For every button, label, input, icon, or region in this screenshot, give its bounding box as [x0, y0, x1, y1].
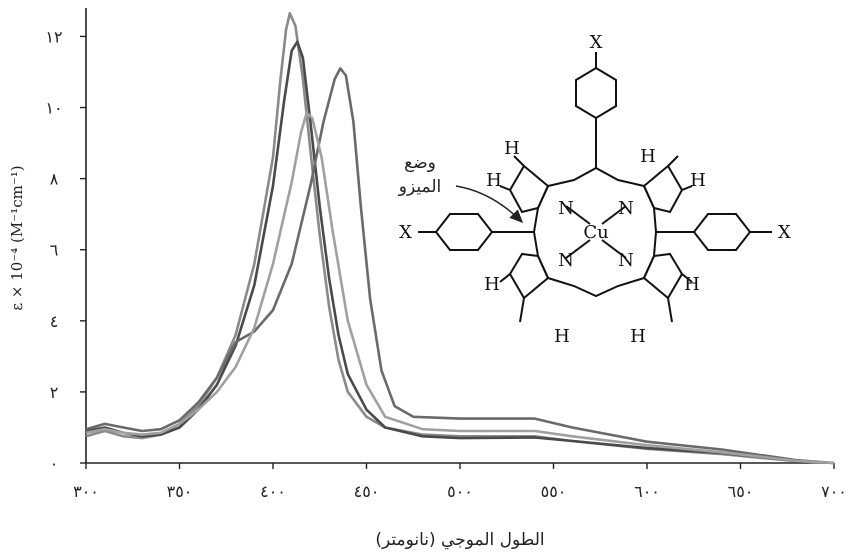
nitrogen-label-1: N	[558, 198, 574, 219]
x-axis-label: الطول الموجي (نانومتر)	[375, 530, 544, 550]
hydrogen-label-1: H	[504, 138, 520, 159]
meso-annotation-line1: وضع	[404, 153, 436, 173]
y-ticks: ٠ ٢ ٤ ٦ ٨ ١٠ ١٢	[45, 27, 86, 473]
y-tick-label: ٦	[50, 241, 59, 260]
hydrogen-label-5: H	[484, 274, 500, 295]
x-tick-label: ٣٠٠	[73, 482, 99, 501]
hydrogen-label-7: H	[684, 274, 700, 295]
meso-annotation-line2: الميزو	[398, 177, 441, 197]
right-phenyl-ring	[692, 213, 752, 251]
x-tick-label: ٤٥٠	[354, 482, 380, 501]
y-tick-label: ١٠	[45, 99, 62, 118]
substituent-x-left: X	[399, 222, 412, 243]
series-line-1	[85, 12, 835, 465]
x-tick-label: ٦٥٠	[728, 482, 754, 501]
meso-arrow	[455, 185, 524, 224]
x-ticks: ٣٠٠ ٣٥٠ ٤٠٠ ٤٥٠ ٥٠٠ ٥٥٠ ٦٠٠ ٦٥٠ ٧٠٠	[73, 463, 847, 501]
porphyrin-labels: X X X Cu N N N N H H H H H H H H وضع الم…	[398, 32, 791, 347]
substituent-x-top: X	[590, 32, 603, 53]
substituent-x-right: X	[778, 222, 791, 243]
y-tick-label: ١٢	[45, 27, 62, 46]
y-tick-label: ٠	[50, 454, 59, 473]
hydrogen-label-4: H	[690, 170, 706, 191]
nitrogen-label-2: N	[618, 198, 634, 219]
hydrogen-label-8: H	[630, 326, 646, 347]
x-tick-label: ٥٥٠	[541, 482, 567, 501]
series-line-3	[85, 67, 835, 465]
x-tick-label: ٧٠٠	[821, 482, 847, 501]
porphyrin-structure	[418, 52, 772, 323]
copper-label: Cu	[583, 222, 608, 243]
nitrogen-label-3: N	[558, 250, 574, 271]
series-group	[85, 12, 835, 465]
y-tick-label: ٢	[50, 383, 59, 402]
hydrogen-label-2: H	[486, 170, 502, 191]
x-tick-label: ٦٠٠	[634, 482, 660, 501]
series-line-2	[85, 40, 835, 465]
left-phenyl-ring	[434, 213, 494, 251]
nitrogen-label-4: N	[618, 250, 634, 271]
hydrogen-label-6: H	[554, 326, 570, 347]
hydrogen-label-3: H	[640, 146, 656, 167]
series-line-4	[85, 111, 835, 465]
y-tick-label: ٤	[50, 312, 59, 331]
x-tick-label: ٥٠٠	[447, 482, 473, 501]
x-tick-label: ٤٠٠	[260, 482, 286, 501]
y-tick-label: ٨	[50, 170, 59, 189]
y-axis-label: ε × 10⁻⁴ (M⁻¹cm⁻¹)	[8, 165, 26, 310]
top-phenyl-ring	[575, 66, 617, 120]
x-tick-label: ٣٥٠	[167, 482, 193, 501]
